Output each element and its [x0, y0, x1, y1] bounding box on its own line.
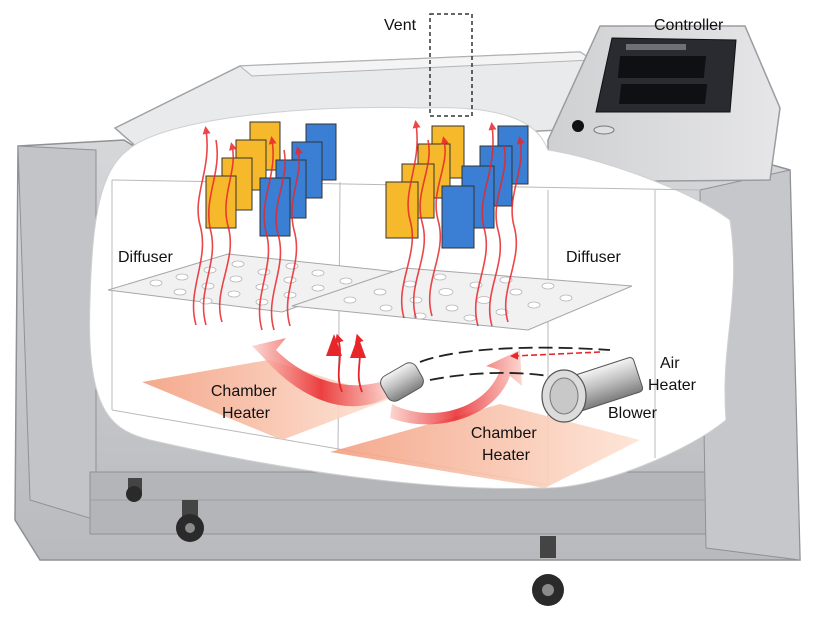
- airflow-line: [400, 120, 421, 319]
- label-air-heater: Air Heater: [648, 355, 697, 394]
- label-line: Chamber: [211, 383, 277, 400]
- warm-air-sweep-right: [390, 350, 522, 425]
- arrow-icon: [326, 334, 342, 356]
- panel-blue: [441, 185, 475, 249]
- airflow-line: [412, 139, 430, 319]
- chamber-heater-left: [142, 360, 392, 440]
- blower-end-inner: [549, 377, 579, 415]
- airflow-line: [474, 122, 497, 327]
- air-nozzle: [380, 362, 424, 402]
- vent-outline: [429, 13, 473, 117]
- control-knob-icon[interactable]: [572, 120, 584, 132]
- label-line: Chamber: [471, 425, 537, 442]
- caster-wheel-icon: [532, 574, 564, 606]
- air-duct-arrow: [510, 351, 601, 360]
- air-duct-dashed: [419, 346, 611, 363]
- airflow-line: [488, 145, 506, 327]
- caster-wheel-icon: [176, 514, 204, 542]
- panel-yellow: [205, 175, 237, 229]
- caster-wheel-icon: [126, 486, 142, 502]
- airflow-line: [504, 136, 525, 323]
- cabinet-left-panel: [17, 145, 97, 521]
- airflow-line: [286, 146, 303, 327]
- label-line: Heater: [482, 447, 531, 464]
- nozzle-body: [380, 362, 424, 402]
- caster-stem: [540, 536, 556, 558]
- airflow-line: [202, 139, 218, 326]
- label-diffuser-right: Diffuser: [566, 249, 622, 266]
- controller-brand-strip: [626, 44, 686, 50]
- diffuser-left-holes: [149, 260, 353, 306]
- controller-unit: [547, 25, 781, 183]
- warm-air-sweep-left: [252, 338, 390, 407]
- test-panels-right: [385, 125, 529, 249]
- label-chamber-heater-left: Chamber Heater: [211, 383, 281, 422]
- label-line: Air: [660, 355, 680, 372]
- controller-display-top: [617, 56, 707, 78]
- controller-button[interactable]: [593, 125, 615, 135]
- airflow-line: [334, 333, 344, 393]
- controller-display-bottom: [619, 84, 708, 104]
- label-vent: Vent: [384, 17, 417, 34]
- blower-unit: [541, 357, 644, 423]
- airflow-line: [258, 136, 277, 331]
- airflow-line: [192, 126, 211, 326]
- diffuser-left-plate: [107, 253, 399, 313]
- airflow-line: [218, 142, 237, 323]
- label-line: Heater: [222, 405, 271, 422]
- airflow-streams: [192, 120, 525, 331]
- casters: [126, 478, 564, 606]
- airflow-line: [270, 149, 286, 331]
- air-duct-dashed-lower: [429, 372, 561, 381]
- arrow-icon: [350, 336, 366, 358]
- label-controller: Controller: [654, 17, 724, 34]
- label-line: Heater: [648, 377, 697, 394]
- label-chamber-heater-right: Chamber Heater: [471, 425, 541, 464]
- chamber-heater-right: [330, 404, 640, 488]
- panel-yellow: [385, 181, 419, 239]
- airflow-line: [428, 136, 449, 317]
- label-blower: Blower: [608, 405, 658, 422]
- label-diffuser-left: Diffuser: [118, 249, 174, 266]
